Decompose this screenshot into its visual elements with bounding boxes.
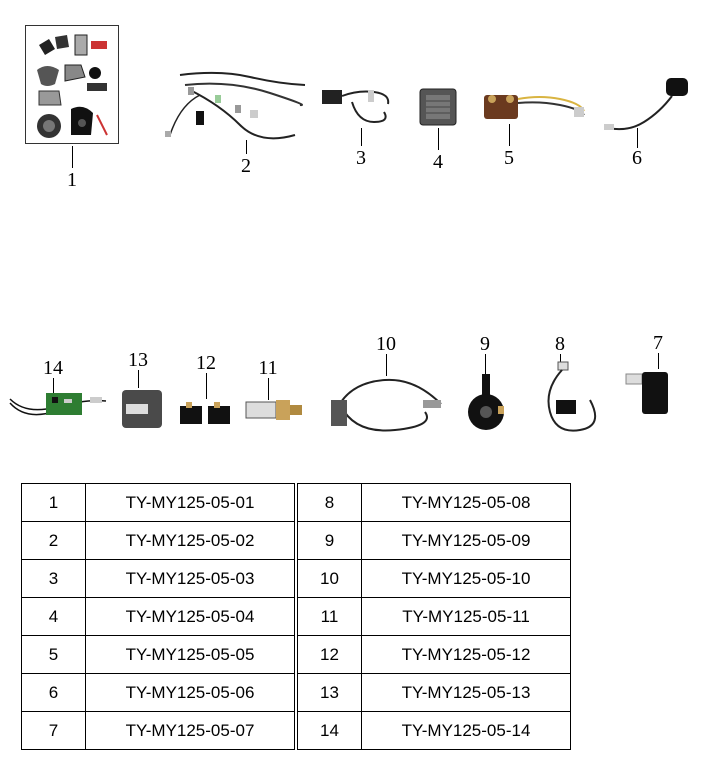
part-13-cdi-unit-image	[120, 388, 164, 430]
right-code-cell: TY-MY125-05-08	[361, 483, 571, 522]
callout-2: 2	[241, 155, 251, 177]
left-num-cell: 7	[21, 711, 86, 750]
part-4-regulator-image	[416, 85, 460, 129]
circuit-board-illustration	[9, 393, 107, 416]
callout-9: 9	[480, 333, 490, 355]
left-code-cell: TY-MY125-05-02	[85, 521, 295, 560]
left-code-cell: TY-MY125-05-05	[85, 635, 295, 674]
right-num-cell: 9	[297, 521, 362, 560]
part-8-speed-sensor-image	[540, 360, 597, 436]
callout-7: 7	[653, 332, 663, 354]
switch-illustration	[604, 78, 688, 131]
cdi-unit-illustration	[122, 390, 162, 428]
callout-3-leader	[361, 128, 362, 146]
table-row: 5 TY-MY125-05-05 12 TY-MY125-05-12	[21, 635, 571, 674]
callout-14: 14	[43, 357, 63, 379]
right-code-cell: TY-MY125-05-13	[361, 673, 571, 712]
callout-12-leader	[206, 373, 207, 399]
part-3-relay-image	[318, 82, 390, 132]
sensor-illustration	[245, 400, 302, 420]
relay-illustration	[322, 90, 390, 124]
callout-12: 12	[196, 352, 216, 374]
left-code-cell: TY-MY125-05-04	[85, 597, 295, 636]
horn-illustration	[468, 374, 504, 430]
lock-set-illustration	[25, 25, 119, 144]
regulator-illustration	[419, 88, 457, 126]
part-11-sensor-image	[244, 398, 306, 422]
callout-7-leader	[658, 353, 659, 369]
right-num-cell: 8	[297, 483, 362, 522]
parts-table: 1 TY-MY125-05-01 8 TY-MY125-05-08 2 TY-M…	[21, 483, 571, 750]
part-1-lock-set-image	[25, 25, 119, 144]
callout-11: 11	[258, 357, 278, 379]
callout-1-leader	[72, 146, 73, 168]
callout-10: 10	[376, 333, 396, 355]
callout-2-leader	[246, 140, 247, 154]
left-code-cell: TY-MY125-05-07	[85, 711, 295, 750]
left-code-cell: TY-MY125-05-03	[85, 559, 295, 598]
part-12-relays-image	[178, 400, 234, 426]
callout-4: 4	[433, 151, 443, 173]
part-2-wire-harness-image	[160, 65, 310, 145]
table-row: 3 TY-MY125-05-03 10 TY-MY125-05-10	[21, 559, 571, 598]
right-code-cell: TY-MY125-05-12	[361, 635, 571, 674]
callout-10-leader	[386, 354, 387, 376]
callout-1: 1	[67, 169, 77, 191]
callout-3: 3	[356, 147, 366, 169]
left-code-cell: TY-MY125-05-01	[85, 483, 295, 522]
wire-harness-illustration	[165, 71, 306, 140]
table-row: 7 TY-MY125-05-07 14 TY-MY125-05-14	[21, 711, 571, 750]
right-code-cell: TY-MY125-05-11	[361, 597, 571, 636]
table-row: 6 TY-MY125-05-06 13 TY-MY125-05-13	[21, 673, 571, 712]
callout-4-leader	[438, 128, 439, 150]
right-code-cell: TY-MY125-05-09	[361, 521, 571, 560]
callout-6: 6	[632, 147, 642, 169]
callout-8: 8	[555, 333, 565, 355]
relays-illustration	[180, 402, 230, 424]
callout-8-leader	[560, 354, 561, 366]
right-num-cell: 11	[297, 597, 362, 636]
table-row: 2 TY-MY125-05-02 9 TY-MY125-05-09	[21, 521, 571, 560]
speed-sensor-illustration	[547, 361, 597, 432]
callout-14-leader	[53, 378, 54, 394]
right-code-cell: TY-MY125-05-10	[361, 559, 571, 598]
left-num-cell: 2	[21, 521, 86, 560]
table-row: 1 TY-MY125-05-01 8 TY-MY125-05-08	[21, 483, 571, 522]
part-7-connector-image	[624, 368, 676, 420]
right-num-cell: 10	[297, 559, 362, 598]
left-num-cell: 1	[21, 483, 86, 522]
starter-relay-illustration	[484, 95, 585, 119]
part-6-switch-image	[600, 72, 695, 137]
part-10-oxygen-sensor-image	[325, 372, 445, 436]
right-num-cell: 13	[297, 673, 362, 712]
callout-5: 5	[504, 147, 514, 169]
table-row: 4 TY-MY125-05-04 11 TY-MY125-05-11	[21, 597, 571, 636]
right-num-cell: 14	[297, 711, 362, 750]
left-num-cell: 3	[21, 559, 86, 598]
callout-13: 13	[128, 349, 148, 371]
callout-9-leader	[485, 354, 486, 376]
right-num-cell: 12	[297, 635, 362, 674]
left-num-cell: 5	[21, 635, 86, 674]
right-code-cell: TY-MY125-05-14	[361, 711, 571, 750]
part-9-horn-image	[466, 372, 506, 434]
callout-11-leader	[268, 378, 269, 400]
callout-13-leader	[138, 370, 139, 388]
callout-5-leader	[509, 124, 510, 146]
part-5-starter-relay-image	[480, 85, 588, 125]
connector-illustration	[625, 372, 668, 414]
left-num-cell: 6	[21, 673, 86, 712]
part-14-circuit-board-image	[6, 385, 110, 427]
callout-6-leader	[637, 128, 638, 148]
left-num-cell: 4	[21, 597, 86, 636]
left-code-cell: TY-MY125-05-06	[85, 673, 295, 712]
oxygen-sensor-illustration	[331, 378, 442, 432]
